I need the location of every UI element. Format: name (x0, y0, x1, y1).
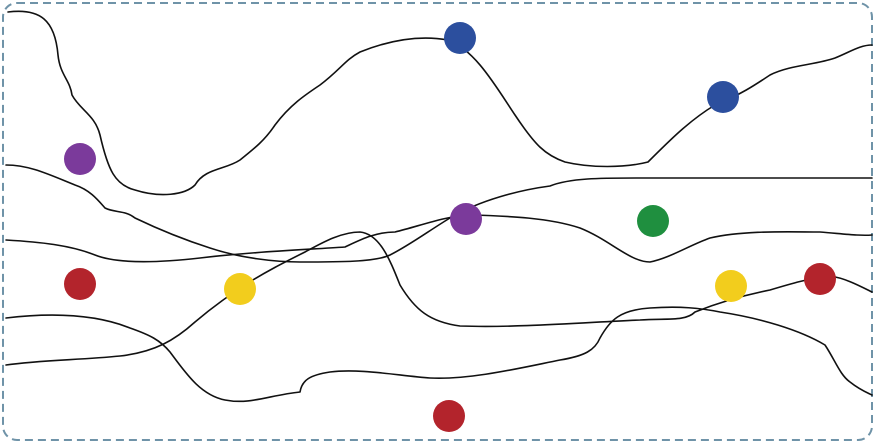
red-dot[interactable] (804, 263, 836, 295)
blue-dot[interactable] (707, 81, 739, 113)
dots-layer (64, 22, 836, 432)
red-dot[interactable] (433, 400, 465, 432)
green-dot[interactable] (637, 205, 669, 237)
curve-2[interactable] (5, 164, 873, 263)
yellow-dot[interactable] (224, 273, 256, 305)
purple-dot[interactable] (450, 203, 482, 235)
yellow-dot[interactable] (715, 270, 747, 302)
curve-5[interactable] (5, 306, 873, 403)
curve-3[interactable] (5, 214, 873, 263)
curve-1[interactable] (7, 10, 873, 196)
blue-dot[interactable] (444, 22, 476, 54)
red-dot[interactable] (64, 268, 96, 300)
curve-4[interactable] (5, 231, 873, 366)
purple-dot[interactable] (64, 143, 96, 175)
